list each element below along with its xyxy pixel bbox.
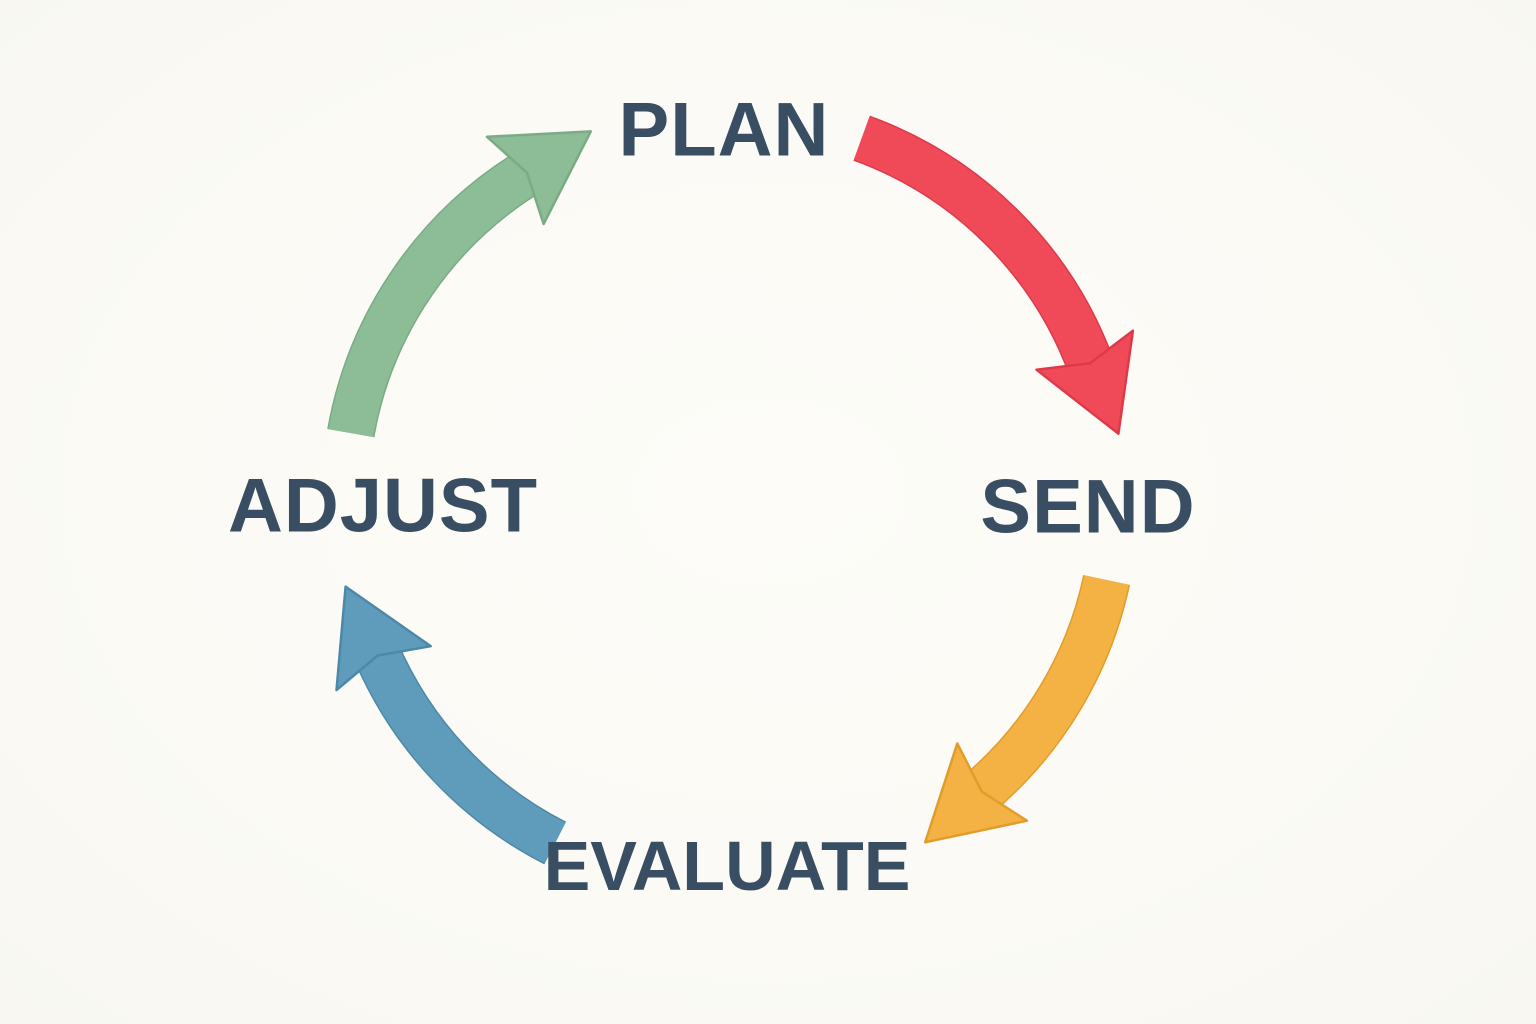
arrowhead-plan-to-send: [1035, 329, 1135, 435]
arrowhead-evaluate-to-adjust: [335, 585, 432, 692]
arrow-send-to-evaluate: [923, 574, 1131, 844]
arrow-evaluate-to-adjust: [335, 585, 567, 865]
step-label-evaluate: EVALUATE: [543, 827, 911, 905]
arrow-plan-to-send: [853, 115, 1135, 435]
step-label-plan: PLAN: [618, 87, 830, 173]
arrow-adjust-to-plan: [327, 130, 593, 438]
arrowhead-send-to-evaluate: [923, 742, 1029, 844]
step-label-adjust: ADJUST: [227, 463, 539, 549]
step-label-send: SEND: [980, 464, 1196, 550]
arrowhead-adjust-to-plan: [485, 130, 593, 226]
